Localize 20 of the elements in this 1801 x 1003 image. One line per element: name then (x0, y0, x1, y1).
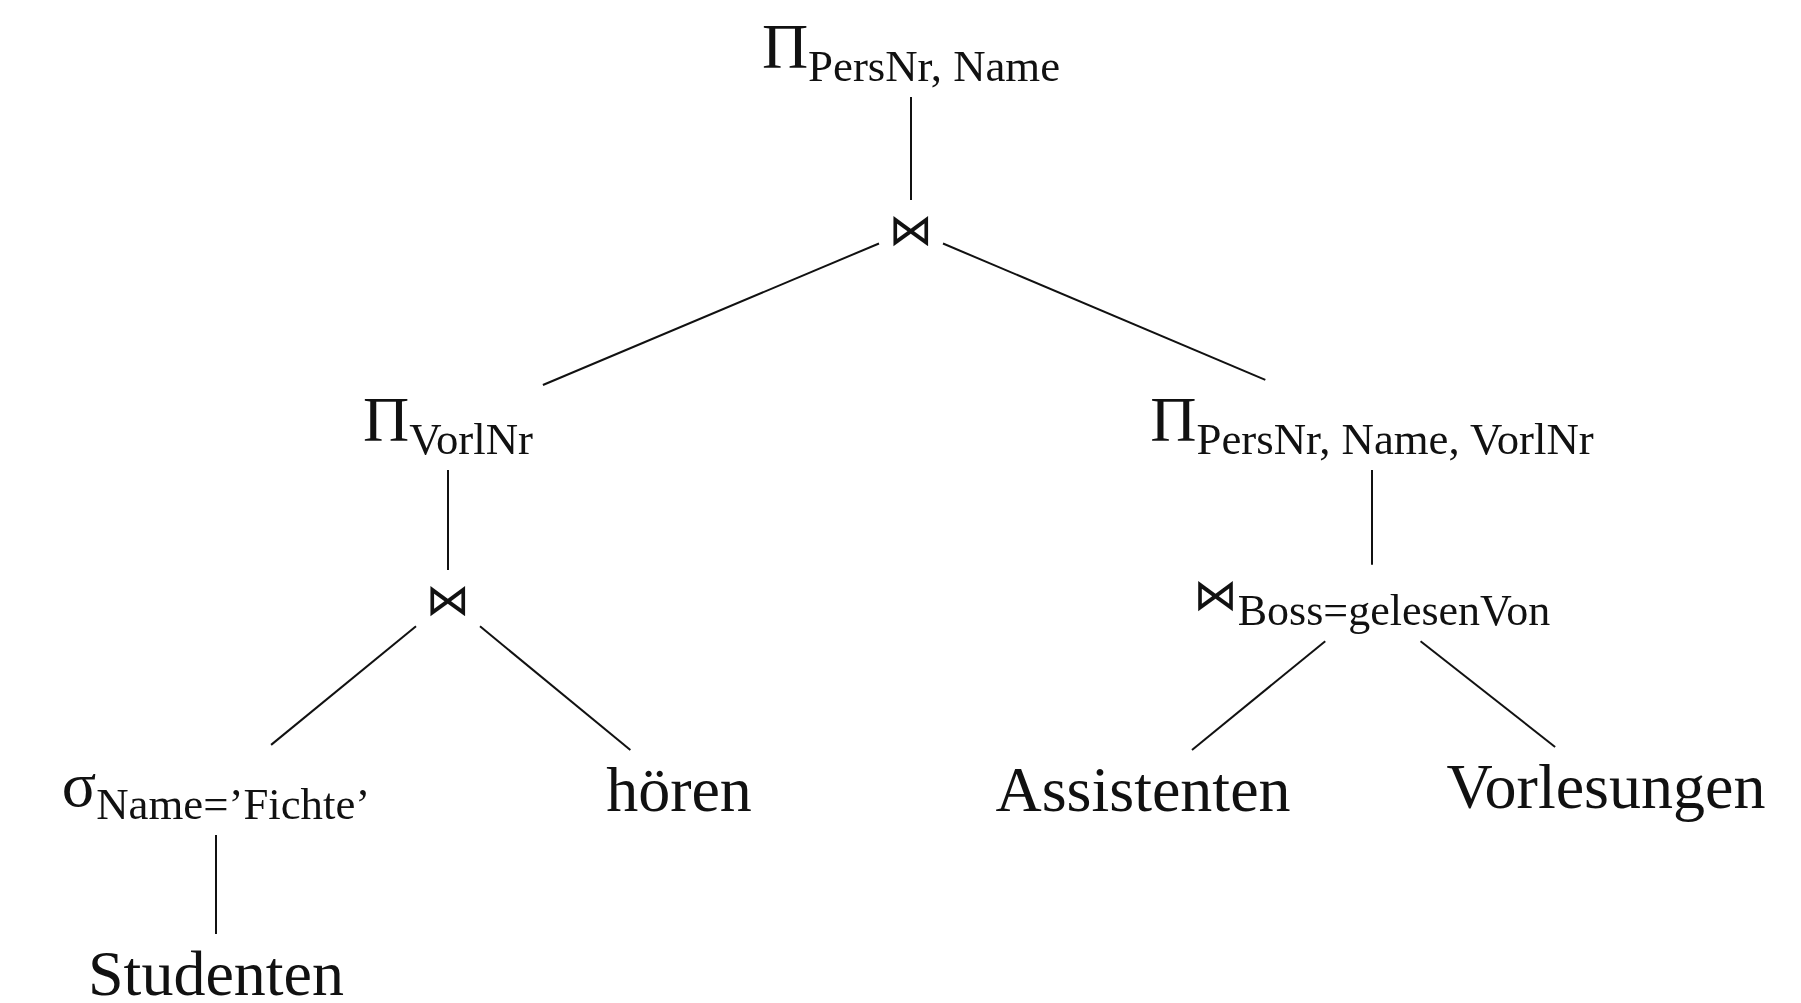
relation-label: hören (596, 750, 762, 830)
tree-edge (1371, 469, 1373, 566)
operator-label: σ$_{Name=’Fichte’}$ (51, 744, 381, 836)
tree-edge (270, 625, 417, 746)
join-operator: ⋈ (879, 200, 943, 260)
tree-edge (215, 834, 217, 935)
tree-edge (942, 242, 1267, 381)
tree-edge (541, 242, 880, 387)
tree-edge (1191, 640, 1327, 751)
tree-edge (1419, 640, 1557, 748)
relation-label: Assistenten (985, 750, 1301, 830)
operator-label: Π$_{PersNr, Name, VorlNr}$ (1140, 379, 1604, 471)
relation-label: Vorlesungen (1436, 747, 1776, 827)
tree-edge (479, 625, 632, 751)
tree-edge (447, 469, 449, 571)
relation-label: Studenten (78, 934, 354, 1003)
operator-label: Π$_{VorlNr}$ (353, 379, 543, 471)
join-operator: ⋈ (416, 570, 480, 630)
operator-label: Π$_{PersNr, Name}$ (751, 6, 1071, 98)
tree-edge (910, 96, 912, 201)
